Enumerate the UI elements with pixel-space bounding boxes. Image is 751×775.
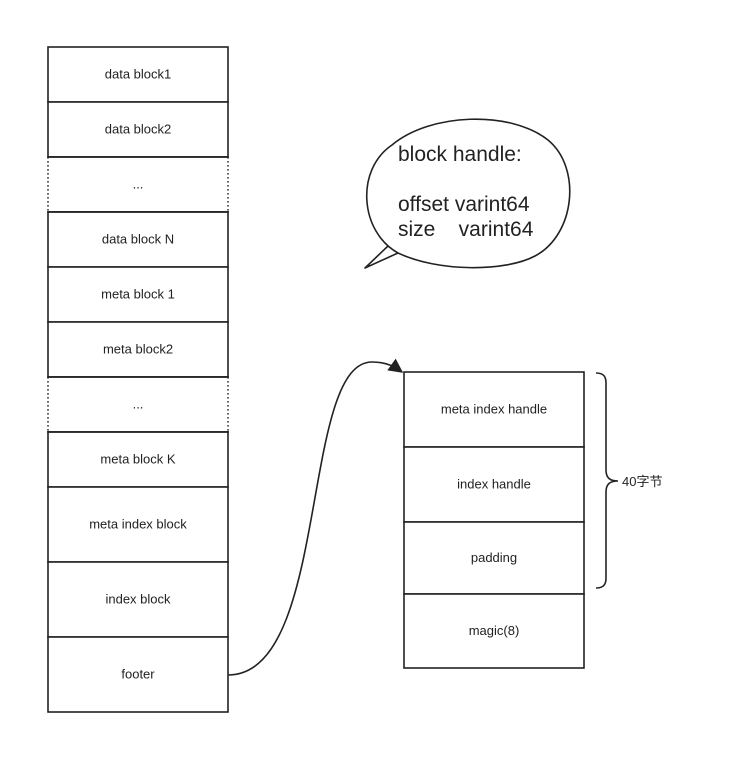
callout-line-offset: offset varint64	[398, 193, 530, 216]
ellipsis-row-mask	[46, 378, 230, 431]
footer-field-box	[403, 371, 585, 448]
footer-field-label: magic(8)	[469, 623, 520, 638]
footer-field-index-handle-1: index handle	[403, 446, 585, 523]
file-block-data-block1-0: data block1	[47, 46, 229, 103]
file-block-box	[47, 46, 229, 103]
file-block-meta-block-k-7: meta block K	[47, 431, 229, 488]
file-block-box	[47, 101, 229, 158]
footer-field-column: meta index handle index handle padding magi…	[403, 371, 585, 669]
file-block-data-block2-1: data block2	[47, 101, 229, 158]
file-block-label: meta block2	[103, 342, 173, 357]
callout-bubble	[364, 118, 571, 269]
ellipsis-label: ...	[133, 177, 144, 192]
footer-connector-arrow	[227, 358, 404, 676]
footer-field-padding-2: padding	[403, 521, 585, 595]
file-block-label: meta block 1	[101, 287, 175, 302]
file-block-label: data block2	[105, 122, 172, 137]
footer-field-label: padding	[471, 550, 517, 565]
file-block-label: data block N	[102, 232, 174, 247]
file-block-index-block-9: index block	[47, 561, 229, 638]
file-block-meta-block-1-4: meta block 1	[47, 266, 229, 323]
brace-label: 40字节	[622, 474, 662, 489]
callout-title: block handle:	[398, 143, 522, 166]
ellipsis-label: ...	[133, 397, 144, 412]
callout-line-size: size varint64	[398, 218, 534, 241]
file-block-column: data block1 data block2... data block N met…	[46, 46, 230, 713]
footer-field-label: index handle	[457, 477, 531, 492]
file-block-data-block-n-3: data block N	[47, 211, 229, 268]
size-brace: 40字节	[595, 372, 662, 589]
file-block-box	[47, 486, 229, 563]
file-block-footer-10: footer	[47, 636, 229, 713]
file-block-meta-block2-5: meta block2	[47, 321, 229, 378]
file-block-label: footer	[121, 667, 155, 682]
footer-field-label: meta index handle	[441, 402, 547, 417]
file-block-label: index block	[105, 592, 171, 607]
file-block-box	[47, 431, 229, 488]
file-block-meta-index-block-8: meta index block	[47, 486, 229, 563]
file-block-box	[47, 561, 229, 638]
block-handle-callout: block handle: offset varint64 size varin…	[364, 118, 571, 269]
file-block-label: meta block K	[100, 452, 175, 467]
file-block-label: data block1	[105, 67, 172, 82]
ellipsis-row-mask	[46, 158, 230, 211]
footer-field-meta-index-handle-0: meta index handle	[403, 371, 585, 448]
footer-field-magic-8-3: magic(8)	[403, 593, 585, 669]
brace-shape	[595, 372, 619, 589]
file-block-label: meta index block	[89, 517, 187, 532]
footer-field-box	[403, 593, 585, 669]
